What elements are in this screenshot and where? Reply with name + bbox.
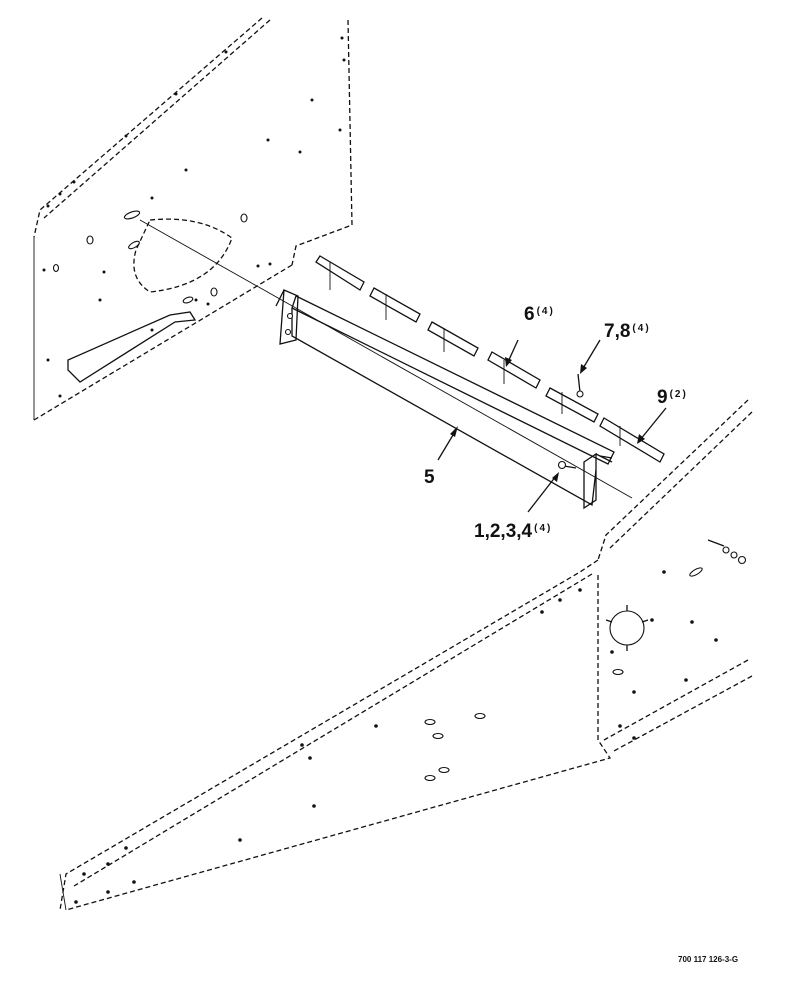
callout-7-8: 7,8(4) [604,321,651,342]
retainer-strips [315,255,665,463]
leader-arrows [437,339,667,513]
center-line [139,219,633,499]
document-number: 700 117 126-3-G [678,955,739,964]
upper-left-frame-panel [33,17,353,421]
callout-9: 9(2) [657,387,688,408]
callout-1-2-3-4: 1,2,3,4(4) [474,521,553,542]
callout-6: 6(4) [524,304,555,325]
callout-5: 5 [424,467,435,488]
lower-right-frame-panel [59,399,753,911]
shield-plate [275,289,615,510]
